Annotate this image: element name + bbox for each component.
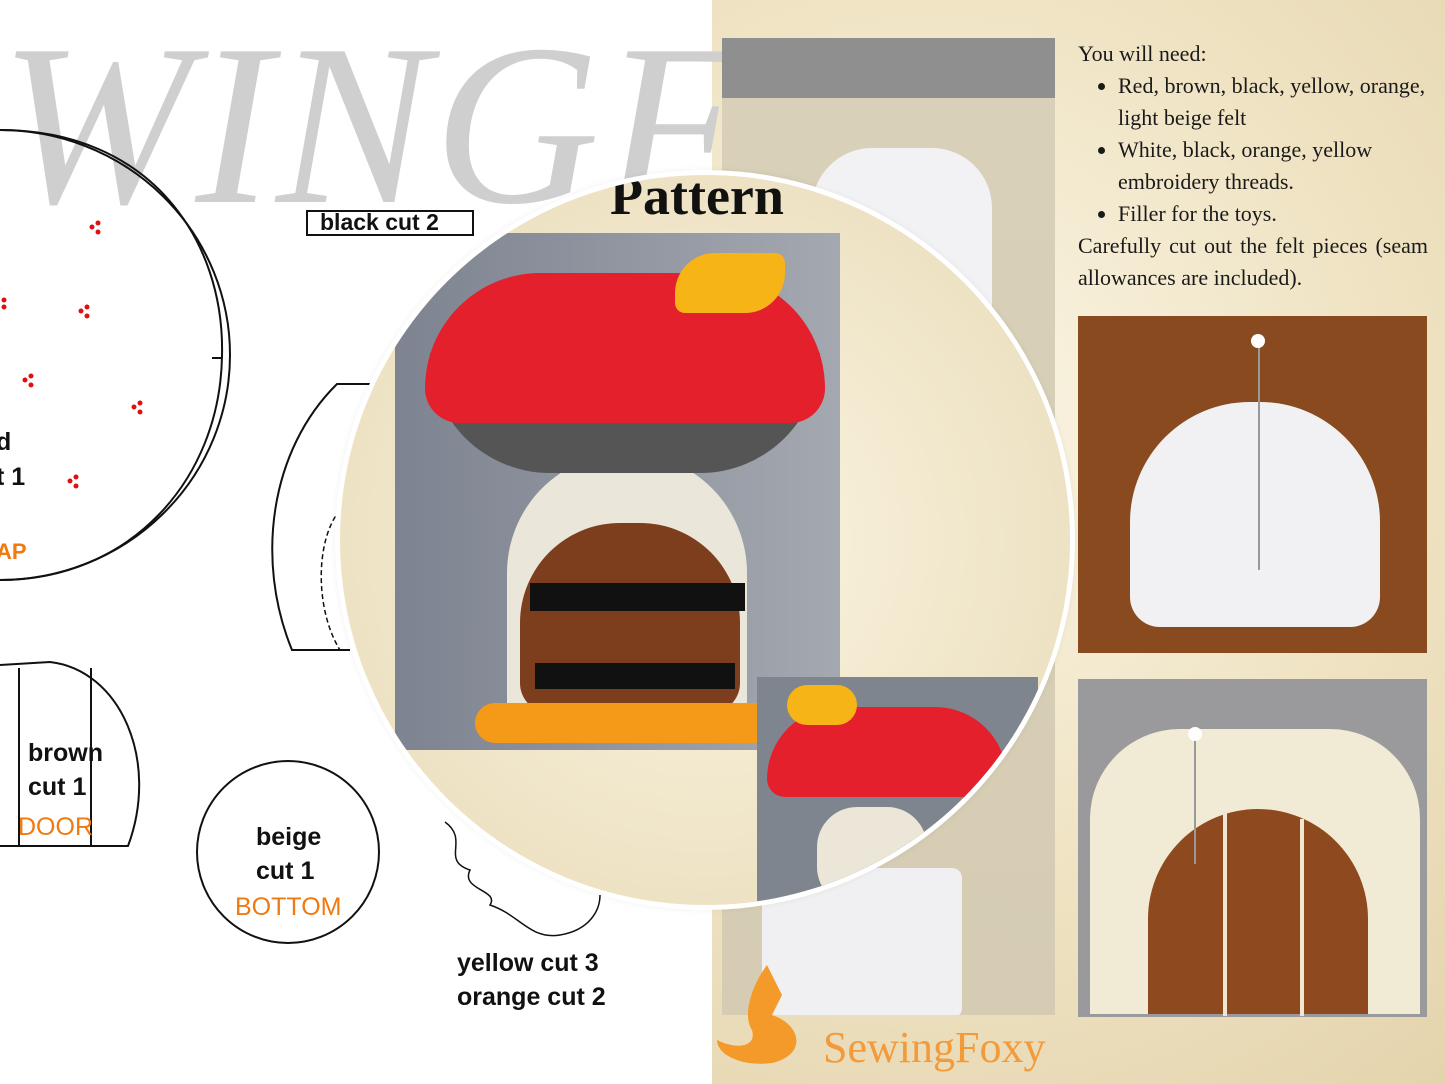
- black-piece-label: black cut 2: [320, 209, 439, 235]
- leaves-pattern-outline: [444, 821, 601, 937]
- cap-pattern-arc: [0, 129, 224, 581]
- bottom-pattern-outline: [196, 760, 380, 944]
- fox-icon: [717, 965, 797, 1064]
- cap-label-line1: d: [0, 428, 12, 456]
- stem-pattern-outline: [271, 383, 370, 651]
- door-label-line1: brown: [28, 739, 103, 767]
- materials-item: White, black, orange, yellow embroidery …: [1118, 134, 1428, 198]
- cap-label-name: AP: [0, 539, 27, 564]
- materials-item: Red, brown, black, yellow, orange, light…: [1118, 70, 1428, 134]
- cap-dots: [1, 220, 143, 489]
- featured-circle: Pattern: [340, 175, 1070, 905]
- materials-heading: You will need:: [1078, 41, 1207, 66]
- brown-felt-photo: [1078, 316, 1427, 653]
- pattern-shapes: [0, 129, 601, 944]
- cap-pattern-outline: [0, 129, 231, 581]
- leaves-label-line2: orange cut 2: [457, 983, 606, 1011]
- bottom-label-line1: beige: [256, 823, 322, 851]
- materials-list: You will need: Red, brown, black, yellow…: [1078, 38, 1428, 294]
- door-label-line2: cut 1: [28, 773, 87, 801]
- door-felt-photo: [1078, 679, 1427, 1017]
- leaves-label-line1: yellow cut 3: [457, 949, 599, 977]
- logo-text: SewingFoxy: [823, 1023, 1046, 1072]
- pattern-title: Pattern: [610, 175, 784, 226]
- mushroom-photo-small: [757, 677, 1038, 902]
- materials-item: Filler for the toys.: [1118, 198, 1428, 230]
- cutting-note: Carefully cut out the felt pieces (seam …: [1078, 233, 1428, 290]
- bottom-label-line2: cut 1: [256, 857, 315, 885]
- bottom-label-name: BOTTOM: [235, 893, 342, 921]
- door-label-name: DOOR: [18, 813, 93, 841]
- cap-label-line2: t 1: [0, 463, 26, 491]
- black-piece-label-box: black cut 2: [306, 209, 474, 236]
- mushroom-photo: [395, 233, 840, 750]
- door-pattern-outline: [0, 660, 141, 847]
